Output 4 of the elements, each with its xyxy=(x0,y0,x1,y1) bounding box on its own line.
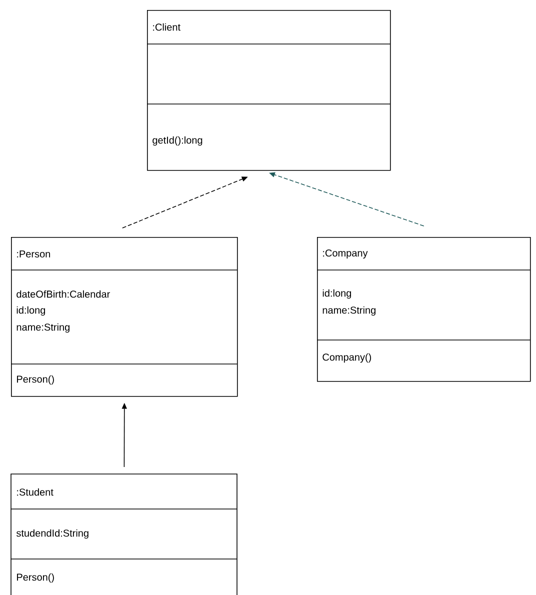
class-box: :Student studendId:String Person() xyxy=(10,474,238,595)
class-box: :Client getId():long xyxy=(146,10,391,171)
class-box: :Person dateOfBirth:Calendar id:long name:String Person() xyxy=(10,237,238,397)
class-box: :Company id:long name:String Company() xyxy=(316,237,531,382)
